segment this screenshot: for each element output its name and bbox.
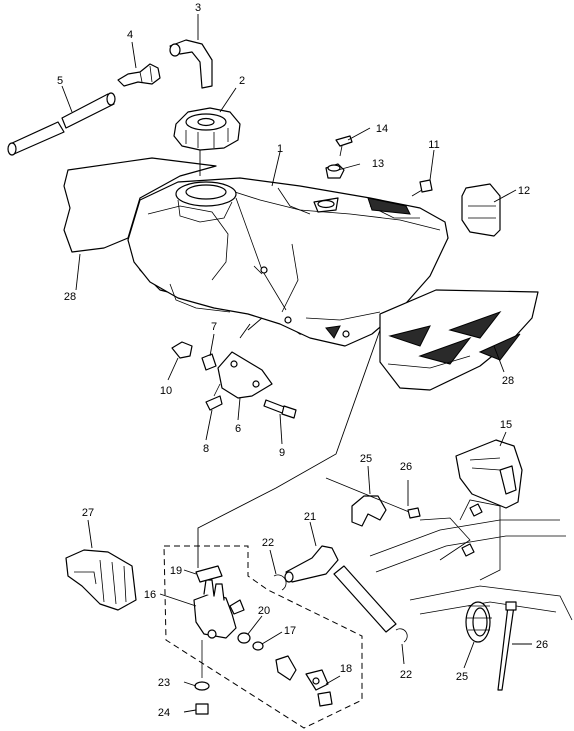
callout-labels: 1 2 3 4 5 6 7 8 9 10 11 12 13 14 15 16 1… <box>57 2 548 719</box>
callout-8: 8 <box>203 443 209 455</box>
left-tank-decal <box>63 157 217 253</box>
collar-13 <box>325 163 345 179</box>
cable-holder <box>455 439 523 509</box>
callout-27: 27 <box>82 507 94 519</box>
fuel-cock-group-outline <box>163 545 363 729</box>
o-ring-17 <box>252 641 264 651</box>
callout-4: 4 <box>127 29 133 41</box>
callout-10: 10 <box>160 385 172 397</box>
callout-5: 5 <box>57 75 63 87</box>
callout-11: 11 <box>428 139 439 151</box>
callout-9: 9 <box>279 447 285 459</box>
callout-22b: 22 <box>400 669 412 681</box>
cock-lever <box>275 655 333 707</box>
breather-hose <box>169 39 213 89</box>
callout-25b: 25 <box>456 671 468 683</box>
fuel-tank <box>127 177 449 347</box>
right-tank-decal <box>379 289 539 391</box>
callout-28a: 28 <box>64 291 76 303</box>
damper-lower <box>465 601 492 643</box>
vent-hose <box>7 92 116 156</box>
callout-13: 13 <box>372 158 384 170</box>
callout-20: 20 <box>258 605 270 617</box>
callout-6: 6 <box>235 423 241 435</box>
fuel-cap <box>173 107 241 151</box>
washer-23 <box>194 681 210 691</box>
callout-21: 21 <box>304 511 316 523</box>
gasket-20 <box>237 632 251 644</box>
bolt-10 <box>171 341 193 359</box>
bolt-9 <box>263 399 297 419</box>
callout-19: 19 <box>170 565 182 577</box>
callout-26b: 26 <box>536 639 548 651</box>
band-lower <box>497 601 517 691</box>
callout-2: 2 <box>239 75 245 87</box>
callout-1: 1 <box>277 143 283 155</box>
callout-22a: 22 <box>262 537 274 549</box>
hose-clamp-27 <box>65 549 137 611</box>
bolt-8 <box>205 383 223 411</box>
check-valve <box>117 63 161 87</box>
leader-lines <box>61 14 532 713</box>
callout-15: 15 <box>500 419 512 431</box>
drain-bolt-24 <box>195 703 209 715</box>
fuel-cock-bracket <box>217 351 273 399</box>
callout-28b: 28 <box>502 375 514 387</box>
band-clip <box>461 183 501 237</box>
collar-7 <box>201 353 217 371</box>
callout-25a: 25 <box>360 453 372 465</box>
callout-26a: 26 <box>400 461 412 473</box>
bolt-14 <box>335 135 353 157</box>
callout-18: 18 <box>340 663 352 675</box>
filter-screen <box>195 565 223 583</box>
callout-24: 24 <box>158 707 170 719</box>
callout-12: 12 <box>518 185 530 197</box>
callout-7: 7 <box>211 321 217 333</box>
callout-3: 3 <box>195 2 201 14</box>
callout-23: 23 <box>158 677 170 689</box>
fuel-hose <box>284 545 397 633</box>
bolt-11 <box>411 179 433 197</box>
damper-upper <box>325 477 421 527</box>
callout-16: 16 <box>144 589 156 601</box>
callout-14: 14 <box>376 123 388 135</box>
hose-clip-22b <box>395 628 408 643</box>
fuel-cock <box>193 579 245 678</box>
callout-17: 17 <box>284 625 296 637</box>
hose-clip-22a <box>273 574 287 591</box>
frame-tubes <box>369 499 573 621</box>
